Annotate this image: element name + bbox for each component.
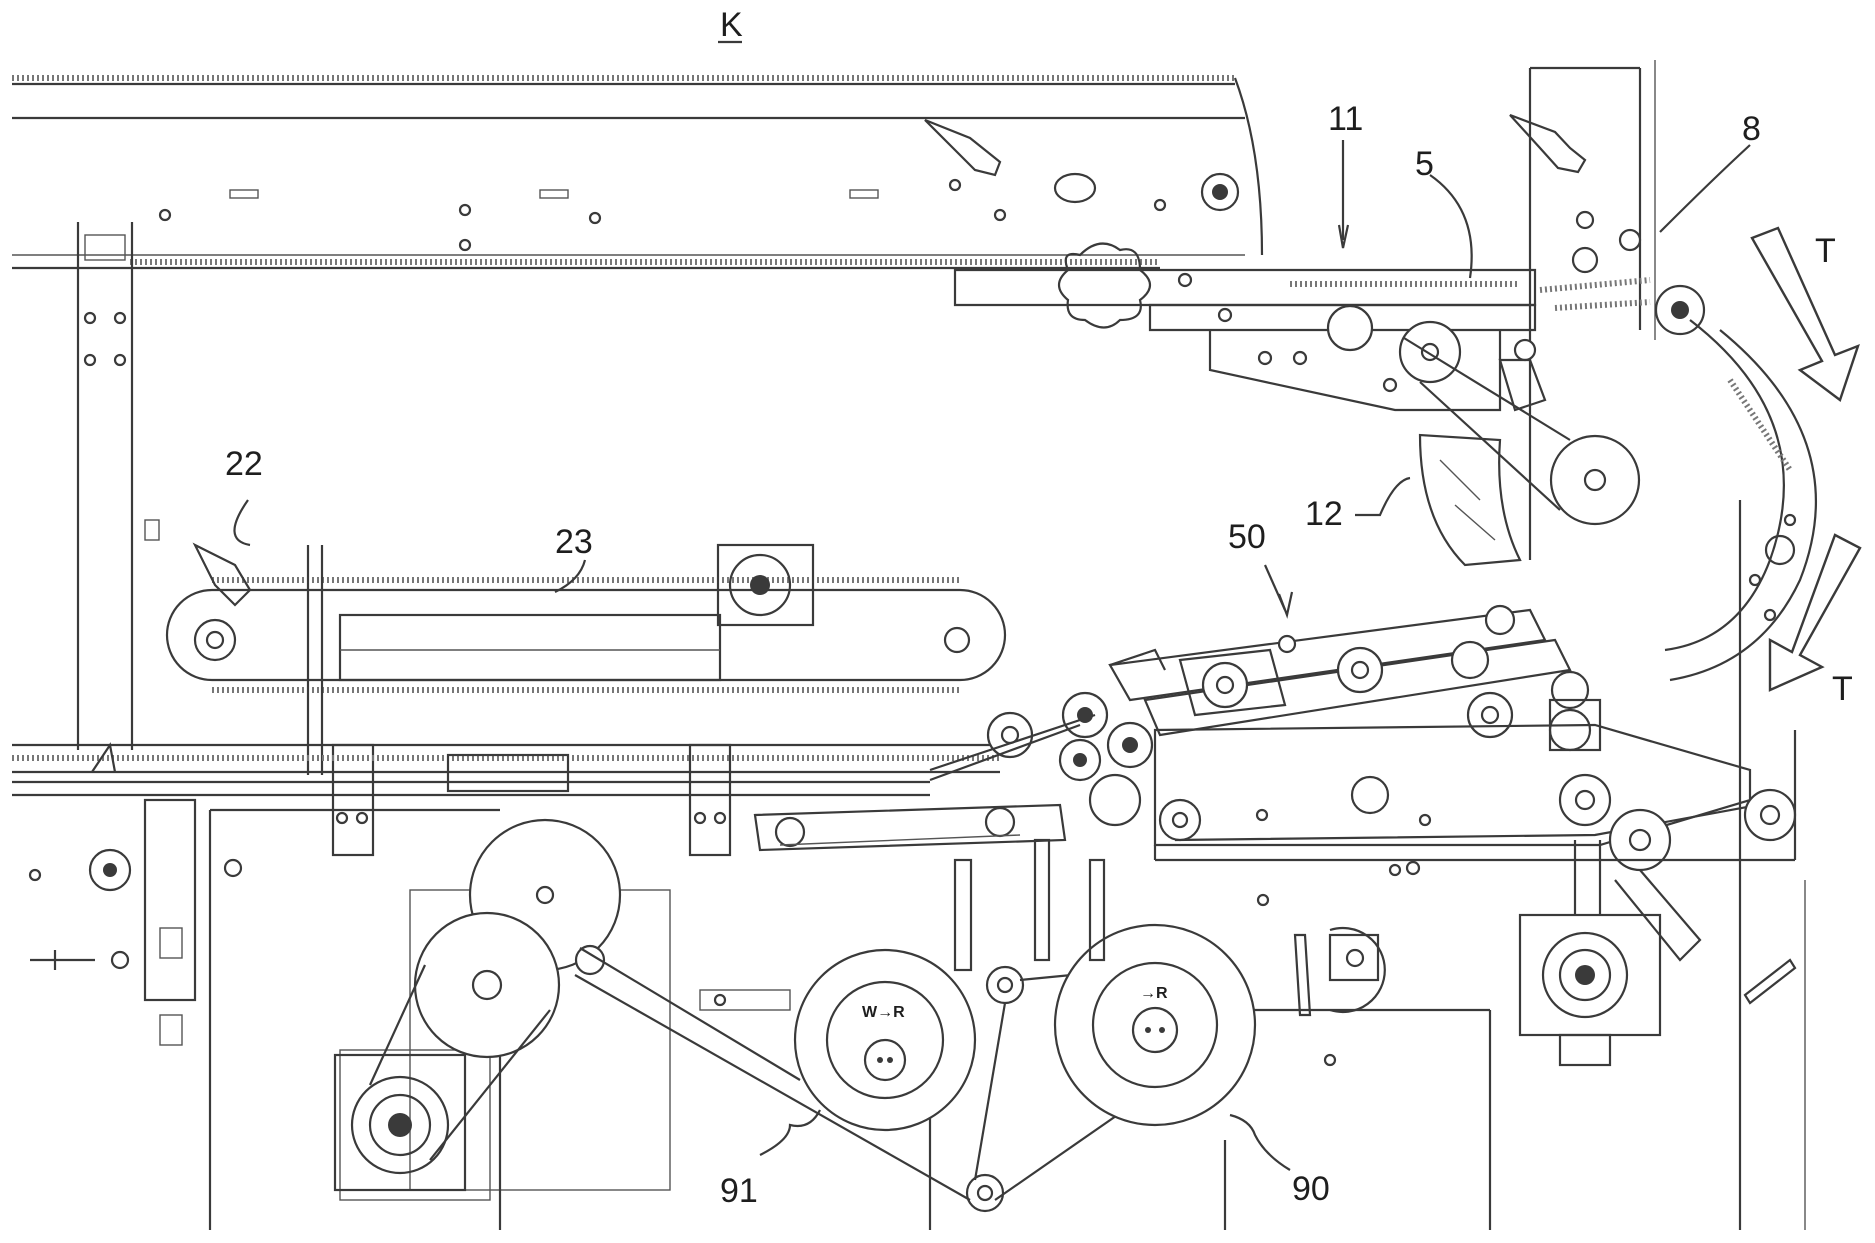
label-90: 90 <box>1292 1170 1330 1208</box>
figure-title-K: K <box>720 6 743 44</box>
label-8: 8 <box>1742 110 1761 148</box>
top-right-belt-drive <box>1328 286 1704 524</box>
curved-guide-rail <box>1665 320 1816 1230</box>
label-23: 23 <box>555 523 593 561</box>
direction-arrow-lower <box>1770 535 1860 690</box>
direction-label-T-lower: T <box>1832 670 1853 708</box>
roller-marking-wr: W→R <box>862 1004 905 1021</box>
bottom-drive-assembly <box>335 805 1490 1230</box>
direction-label-T-upper: T <box>1815 232 1836 270</box>
transfer-linkage-50 <box>930 606 1600 825</box>
roller-marking-r: →R <box>1140 985 1168 1002</box>
label-12: 12 <box>1305 495 1343 533</box>
label-11: 11 <box>1328 100 1363 138</box>
chain-conveyor-23 <box>167 545 1005 855</box>
label-22: 22 <box>225 445 263 483</box>
direction-arrow-upper <box>1752 228 1858 400</box>
label-91: 91 <box>720 1172 758 1210</box>
left-column-frame <box>78 222 159 750</box>
label-50: 50 <box>1228 518 1266 556</box>
curved-chute-12 <box>1420 435 1520 565</box>
label-5: 5 <box>1415 145 1434 183</box>
